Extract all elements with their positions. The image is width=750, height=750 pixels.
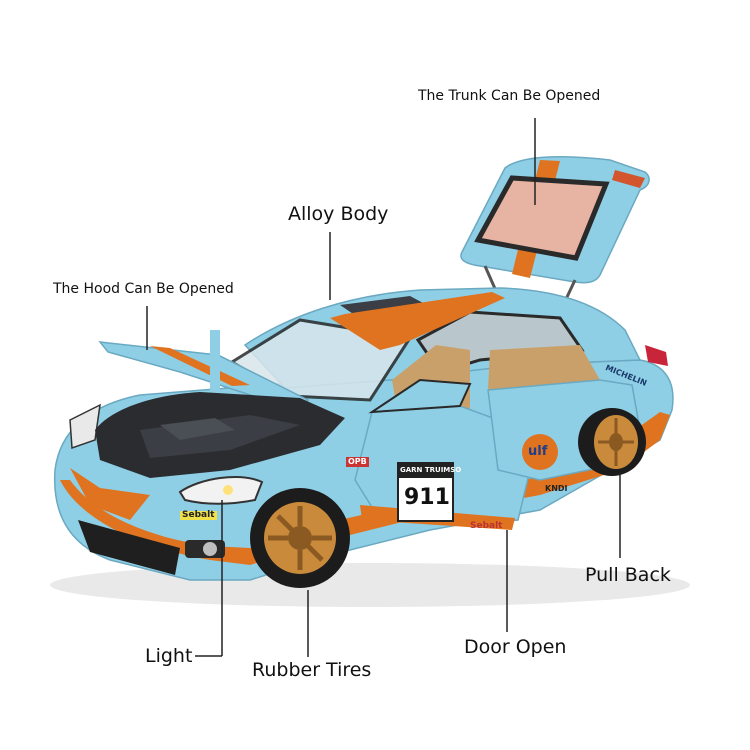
callout-hood: The Hood Can Be Opened: [53, 281, 234, 297]
decal-opb-text: OPB: [346, 457, 369, 467]
callout-trunk: The Trunk Can Be Opened: [418, 88, 601, 104]
front-wheel: [250, 488, 350, 588]
plate-number-text: 911: [404, 485, 450, 510]
decal-door-text: Sebalt: [470, 521, 503, 531]
callout-pullback: Pull Back: [585, 564, 671, 586]
plate-header-text: GARN TRUIMSO: [400, 466, 462, 474]
decal-gulf-text: ulf: [528, 444, 548, 459]
decal-hood-text: Sebalt: [180, 510, 217, 520]
rear-wheel: [578, 408, 646, 476]
callout-door: Door Open: [464, 636, 567, 658]
hood-open: [98, 330, 310, 411]
trunk-lid: [460, 155, 650, 313]
callout-body: Alloy Body: [288, 203, 389, 225]
callout-tires: Rubber Tires: [252, 659, 372, 681]
callout-light: Light: [145, 645, 193, 667]
decal-sill-text: KNDI: [545, 484, 568, 493]
door-open: [354, 378, 531, 530]
